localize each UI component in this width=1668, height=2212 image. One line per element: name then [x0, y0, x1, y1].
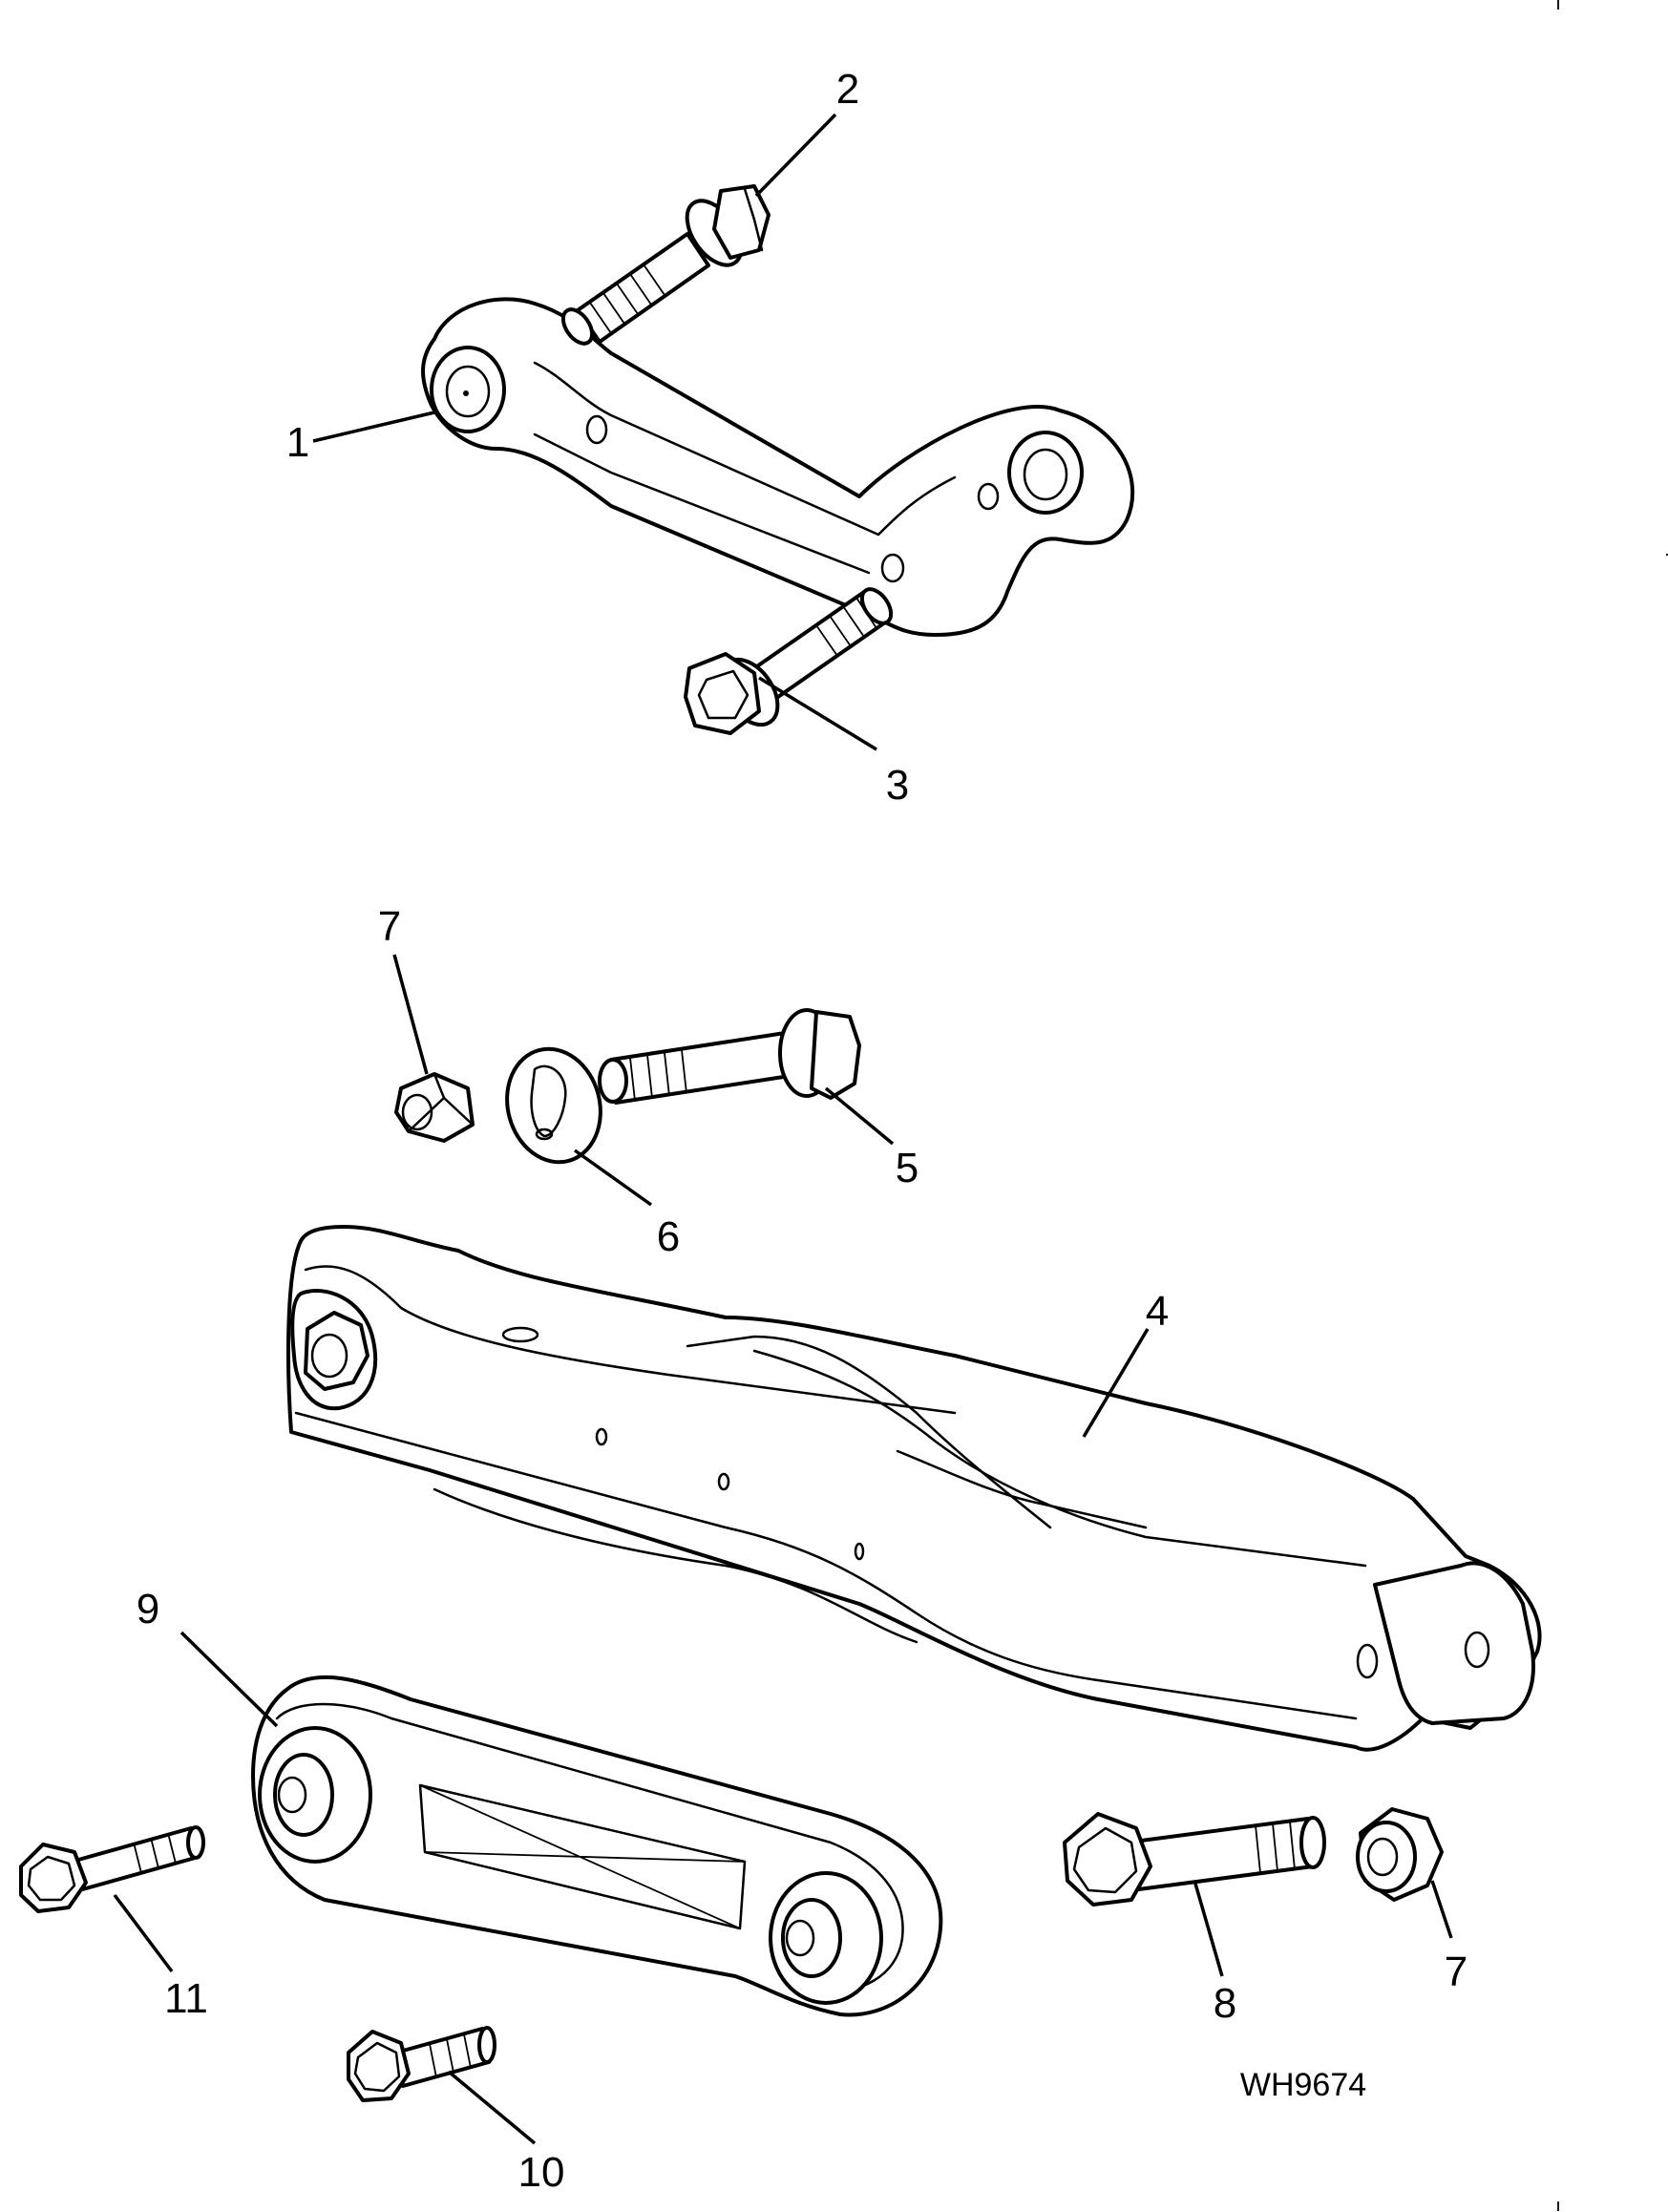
- callout-8: 8: [1214, 1980, 1236, 2027]
- bolt-2: [560, 184, 771, 346]
- bolt-5: [598, 1008, 861, 1105]
- callout-9: 9: [137, 1586, 159, 1633]
- callout-7-lower: 7: [1445, 1949, 1467, 1995]
- callout-6: 6: [657, 1213, 680, 1260]
- callout-4: 4: [1146, 1288, 1169, 1335]
- callout-10: 10: [518, 2149, 565, 2196]
- nut-7-lower: [1356, 1807, 1444, 1902]
- nut-7-upper: [394, 1072, 475, 1143]
- bolt-10: [347, 2026, 496, 2102]
- callout-2: 2: [836, 66, 859, 113]
- callout-7-upper: 7: [378, 903, 401, 950]
- link-arm: [251, 1675, 943, 2017]
- leader-8: [1193, 1883, 1224, 1977]
- leader-5: [824, 1086, 895, 1146]
- leader-7-lower: [1430, 1880, 1453, 1939]
- leader-lines: [113, 113, 1453, 2145]
- leader-9: [179, 1631, 279, 1728]
- upper-control-arm: [421, 297, 1135, 637]
- leader-2: [754, 113, 837, 198]
- leader-10: [447, 2070, 537, 2145]
- corner-marks: [1557, 0, 1668, 2211]
- callout-11: 11: [164, 1975, 208, 2022]
- callout-5: 5: [896, 1145, 918, 1191]
- leader-7-upper: [392, 954, 429, 1075]
- leader-4: [1082, 1328, 1150, 1438]
- leader-3: [758, 676, 877, 751]
- cam-washer-6: [505, 1046, 602, 1165]
- bolt-11: [19, 1825, 205, 1913]
- leader-1: [312, 411, 435, 443]
- leader-6: [573, 1148, 653, 1207]
- callout-1: 1: [286, 419, 309, 466]
- callout-labels: 1 2 3 4 5 6 7 7 8 9 10 11: [137, 66, 1467, 2196]
- reference-code: WH9674: [1240, 2067, 1366, 2103]
- lower-control-arm: [286, 1225, 1542, 1752]
- bolt-8: [1063, 1812, 1326, 1907]
- bolt-3: [684, 587, 894, 735]
- callout-3: 3: [886, 762, 909, 809]
- leader-11: [113, 1893, 174, 1973]
